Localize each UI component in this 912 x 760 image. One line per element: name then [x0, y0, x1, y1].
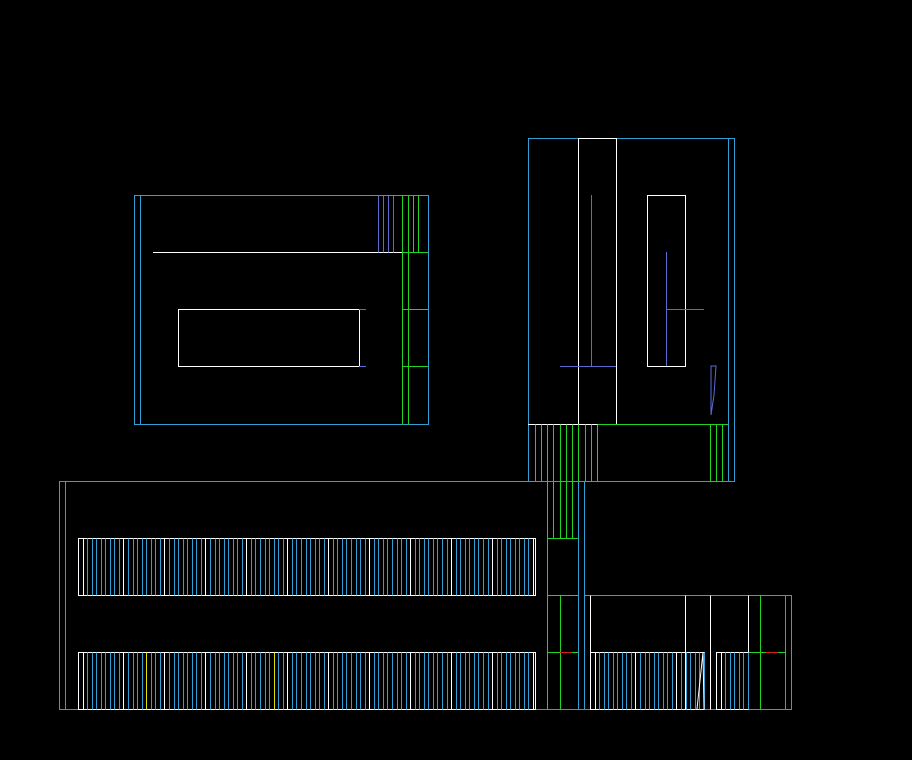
lower-right-door-swing — [696, 651, 705, 710]
rack-aisle-top — [78, 538, 536, 596]
block-upper-left — [134, 195, 429, 425]
block-lower-left — [59, 481, 585, 710]
block-upper-right — [528, 138, 735, 482]
rack-aisle-right — [590, 652, 749, 710]
upper-left-outer-frame — [134, 195, 429, 425]
rack-aisle-bottom — [78, 652, 536, 710]
upper-left-center-room — [178, 309, 360, 367]
upper-right-outer-frame — [528, 138, 735, 482]
lower-left-green-column — [547, 481, 578, 710]
upper-right-green-base — [535, 424, 728, 482]
upper-left-stair-lines — [378, 195, 394, 253]
upper-right-door-swing — [710, 365, 717, 416]
upper-left-green-column — [402, 195, 428, 425]
block-lower-right — [584, 595, 792, 710]
upper-right-small-room — [647, 195, 686, 367]
